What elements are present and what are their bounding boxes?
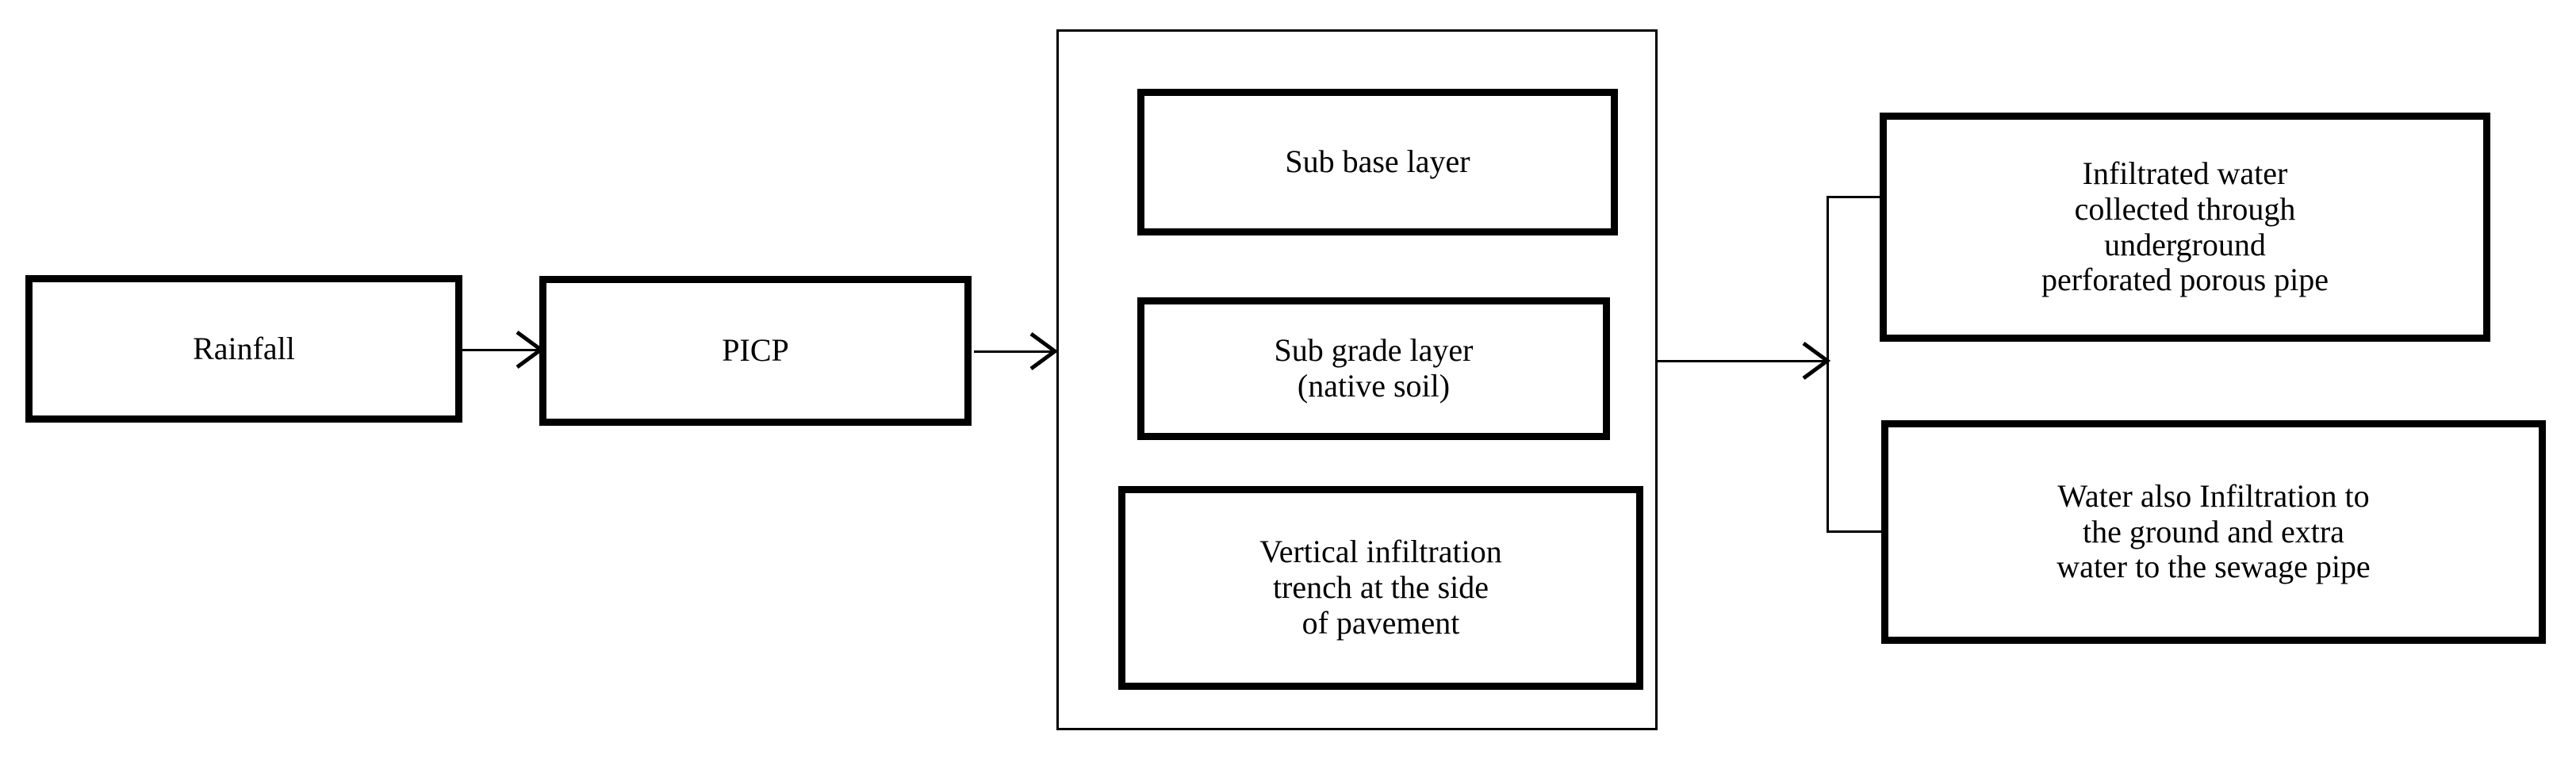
edge-branch-vertical-line [1827,197,1829,533]
node-rainfall-label: Rainfall [193,330,295,366]
node-infiltrated-water-text: Infiltrated water collected through unde… [1887,155,2483,298]
node-sub-base-layer-label: Sub base layer [1285,144,1470,180]
edge-branch-to-sewage-line [1827,530,1882,533]
node-trench-line1: Vertical infiltration [1259,534,1502,570]
node-vertical-infiltration-trench-text: Vertical infiltration trench at the side… [1125,534,1636,641]
node-infiltrated-line2: collected through [2074,190,2296,227]
edge-section-to-outputs-line [1658,360,1828,362]
node-infiltrated-line3: underground [2104,226,2266,262]
node-infiltrated-line4: perforated porous pipe [2041,262,2329,298]
node-sub-grade-layer[interactable]: Sub grade layer (native soil) [1137,297,1610,440]
node-vertical-infiltration-trench[interactable]: Vertical infiltration trench at the side… [1118,486,1643,690]
node-infiltrated-line1: Infiltrated water [2082,155,2288,191]
node-sub-base-layer[interactable]: Sub base layer [1137,89,1618,235]
node-sewage-line3: water to the sewage pipe [2057,549,2371,585]
node-trench-line2: trench at the side [1272,569,1489,606]
node-sub-grade-layer-line2: (native soil) [1297,368,1451,404]
node-picp-label: PICP [722,332,789,369]
node-picp[interactable]: PICP [539,276,972,426]
node-sub-grade-layer-line1: Sub grade layer [1274,332,1474,369]
edge-branch-to-infiltrated-line [1827,196,1881,198]
edge-picp-to-section-line [974,350,1056,353]
node-sub-grade-layer-text: Sub grade layer (native soil) [1144,332,1603,404]
node-rainfall[interactable]: Rainfall [25,275,462,423]
edge-rainfall-to-picp-line [462,349,539,351]
node-water-infiltration-to-ground[interactable]: Water also Infiltration to the ground an… [1881,420,2546,644]
node-infiltrated-water-collected[interactable]: Infiltrated water collected through unde… [1880,113,2490,342]
node-sewage-line2: the ground and extra [2083,513,2344,549]
node-trench-line3: of pavement [1301,604,1460,641]
node-sewage-text: Water also Infiltration to the ground an… [1888,477,2539,585]
node-sewage-line1: Water also Infiltration to [2057,477,2370,514]
